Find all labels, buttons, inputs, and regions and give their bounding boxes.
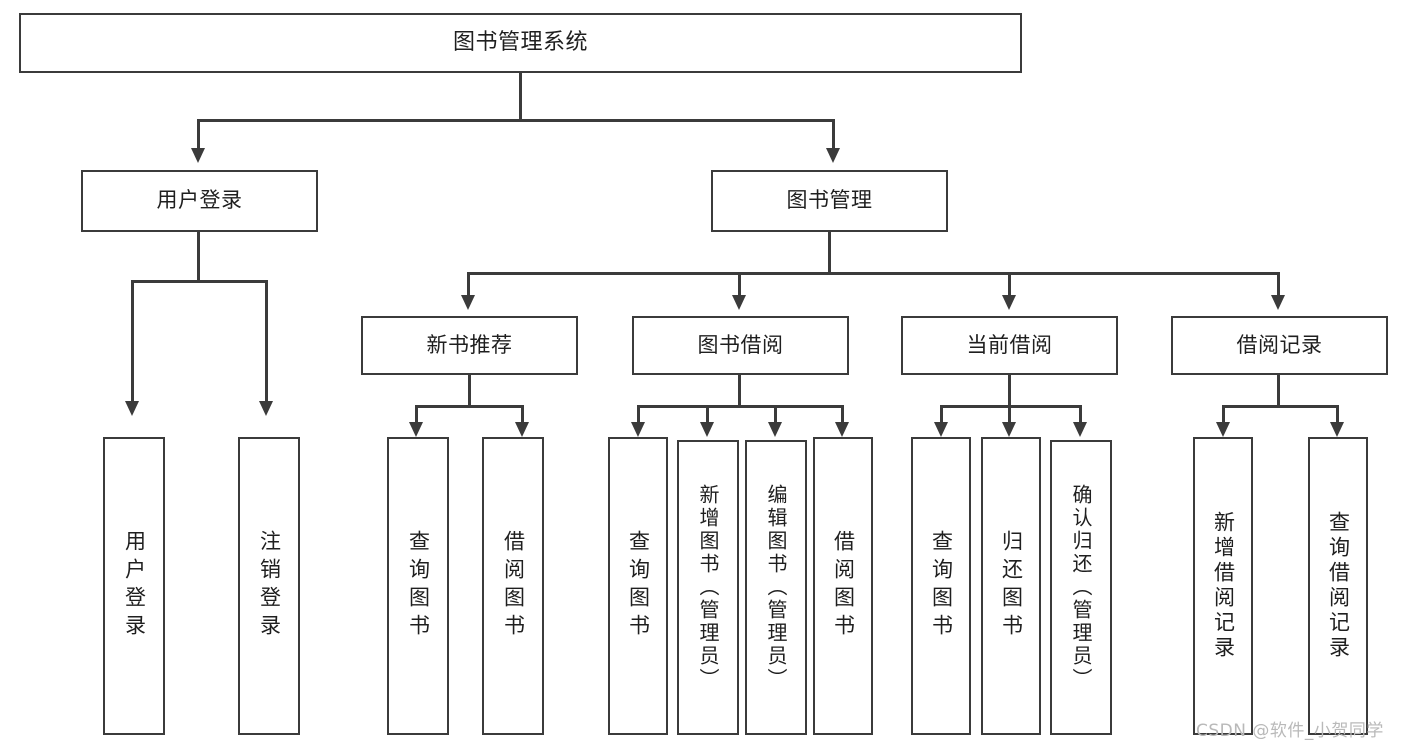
- node-leaf-user-login[interactable]: 用户登录: [103, 437, 165, 735]
- connector-root-bus: [197, 119, 834, 122]
- connector-nbr-bus: [415, 405, 524, 408]
- arrow-to-new-book-recommend: [461, 295, 475, 310]
- node-current-borrow[interactable]: 当前借阅: [901, 316, 1118, 375]
- arrow-to-leaf-edit-book: [768, 422, 782, 437]
- connector-bm-drop-4: [1277, 272, 1280, 296]
- arrow-to-user-login: [191, 148, 205, 163]
- node-user-login[interactable]: 用户登录: [81, 170, 318, 232]
- connector-book-manage-bus: [467, 272, 1279, 275]
- node-root-book-management-system[interactable]: 图书管理系统: [19, 13, 1022, 73]
- connector-nbr-drop-1: [415, 405, 418, 423]
- arrow-to-current-borrow: [1002, 295, 1016, 310]
- connector-root-to-user-login: [197, 119, 200, 149]
- node-book-manage[interactable]: 图书管理: [711, 170, 948, 232]
- connector-cb-stem: [1008, 375, 1011, 407]
- connector-br-bus: [1222, 405, 1339, 408]
- connector-bm-drop-1: [467, 272, 470, 296]
- node-leaf-borrow-book-1[interactable]: 借阅图书: [482, 437, 544, 735]
- node-book-borrow[interactable]: 图书借阅: [632, 316, 849, 375]
- connector-cb-drop-1: [940, 405, 943, 423]
- node-leaf-query-book-2[interactable]: 查询图书: [608, 437, 668, 735]
- node-leaf-add-record[interactable]: 新增借阅记录: [1193, 437, 1253, 735]
- node-leaf-query-record[interactable]: 查询借阅记录: [1308, 437, 1368, 735]
- connector-bm-drop-3: [1008, 272, 1011, 296]
- connector-nbr-stem: [468, 375, 471, 407]
- node-leaf-confirm-return[interactable]: 确认归还（管理员）: [1050, 440, 1112, 735]
- arrow-to-borrow-record: [1271, 295, 1285, 310]
- node-leaf-add-book[interactable]: 新增图书（管理员）: [677, 440, 739, 735]
- node-new-book-recommend[interactable]: 新书推荐: [361, 316, 578, 375]
- arrow-to-book-manage: [826, 148, 840, 163]
- arrow-to-leaf-query-book-3: [934, 422, 948, 437]
- connector-br-stem: [1277, 375, 1280, 407]
- arrow-to-leaf-confirm-return: [1073, 422, 1087, 437]
- arrow-to-leaf-query-book-1: [409, 422, 423, 437]
- arrow-to-leaf-add-book: [700, 422, 714, 437]
- connector-bm-drop-2: [738, 272, 741, 296]
- arrow-to-leaf-borrow-book-1: [515, 422, 529, 437]
- connector-user-login-right-drop: [265, 280, 268, 402]
- connector-user-login-bus: [131, 280, 267, 283]
- connector-cb-drop-2: [1008, 405, 1011, 423]
- node-leaf-edit-book[interactable]: 编辑图书（管理员）: [745, 440, 807, 735]
- connector-bb-drop-4: [841, 405, 844, 423]
- node-leaf-borrow-book-2[interactable]: 借阅图书: [813, 437, 873, 735]
- arrow-to-leaf-borrow-book-2: [835, 422, 849, 437]
- node-borrow-record[interactable]: 借阅记录: [1171, 316, 1388, 375]
- node-leaf-return-book[interactable]: 归还图书: [981, 437, 1041, 735]
- connector-book-manage-stem: [828, 232, 831, 274]
- node-leaf-logout[interactable]: 注销登录: [238, 437, 300, 735]
- node-leaf-query-book-1[interactable]: 查询图书: [387, 437, 449, 735]
- connector-bb-stem: [738, 375, 741, 407]
- csdn-watermark: CSDN @软件_小贺同学: [1196, 721, 1384, 741]
- arrow-to-leaf-add-record: [1216, 422, 1230, 437]
- connector-cb-bus: [940, 405, 1081, 408]
- arrow-to-leaf-user-login: [125, 401, 139, 416]
- node-leaf-query-book-3[interactable]: 查询图书: [911, 437, 971, 735]
- connector-bb-drop-3: [774, 405, 777, 423]
- connector-cb-drop-3: [1079, 405, 1082, 423]
- connector-user-login-left-drop: [131, 280, 134, 402]
- arrow-to-leaf-query-record: [1330, 422, 1344, 437]
- connector-nbr-drop-2: [521, 405, 524, 423]
- connector-bb-drop-2: [706, 405, 709, 423]
- connector-br-drop-2: [1336, 405, 1339, 423]
- connector-root-stem: [519, 73, 522, 121]
- arrow-to-book-borrow: [732, 295, 746, 310]
- connector-br-drop-1: [1222, 405, 1225, 423]
- arrow-to-leaf-query-book-2: [631, 422, 645, 437]
- arrow-to-leaf-return-book: [1002, 422, 1016, 437]
- connector-bb-bus: [637, 405, 843, 408]
- connector-bb-drop-1: [637, 405, 640, 423]
- arrow-to-leaf-logout: [259, 401, 273, 416]
- connector-root-to-book-manage: [832, 119, 835, 149]
- connector-user-login-stem: [197, 232, 200, 282]
